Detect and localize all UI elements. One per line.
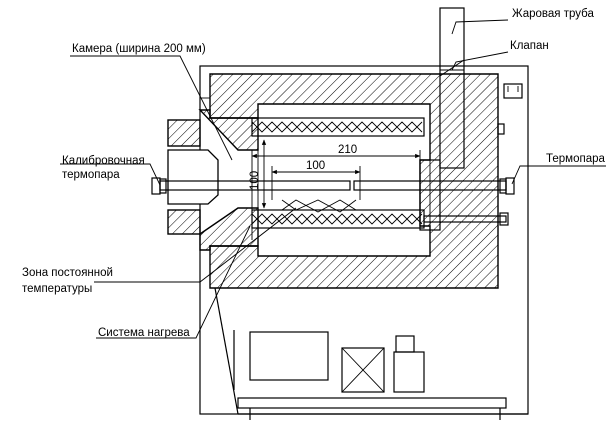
label-chamber: Камера (ширина 200 мм)	[72, 43, 206, 55]
label-calibration-thermocouple-1: Калибровочная	[62, 155, 145, 167]
right-side-knob	[497, 123, 505, 135]
leader-lines	[60, 19, 606, 339]
power-socket-icon	[503, 83, 523, 99]
dimension-210: 210	[251, 144, 421, 240]
dimension-100-horizontal-label: 100	[306, 160, 325, 172]
label-valve: Клапан	[510, 40, 549, 52]
upper-heating-element	[251, 117, 425, 137]
label-thermocouple: Термопара	[546, 153, 605, 165]
label-constant-temp-zone-1: Зона постоянной	[22, 267, 113, 279]
label-heating-system: Система нагрева	[98, 327, 190, 339]
dimension-100-vertical-label: 100	[249, 171, 261, 190]
label-flue-pipe: Жаровая труба	[512, 8, 594, 20]
thermocouple-rod	[353, 177, 515, 195]
lower-heating-element	[251, 209, 425, 229]
dimension-100-vertical: 100	[249, 139, 267, 209]
dimension-210-label: 210	[338, 144, 357, 156]
front-plug	[167, 109, 259, 251]
constant-temperature-zone	[281, 199, 357, 213]
lower-probe	[423, 212, 509, 226]
transformer-box	[341, 347, 385, 393]
relay-unit	[393, 335, 425, 393]
calibration-thermocouple	[151, 177, 351, 195]
label-constant-temp-zone-2: температуры	[22, 283, 92, 295]
dimension-100-horizontal: 100	[271, 160, 361, 200]
control-box	[249, 331, 329, 381]
label-calibration-thermocouple-2: термопара	[62, 169, 120, 181]
